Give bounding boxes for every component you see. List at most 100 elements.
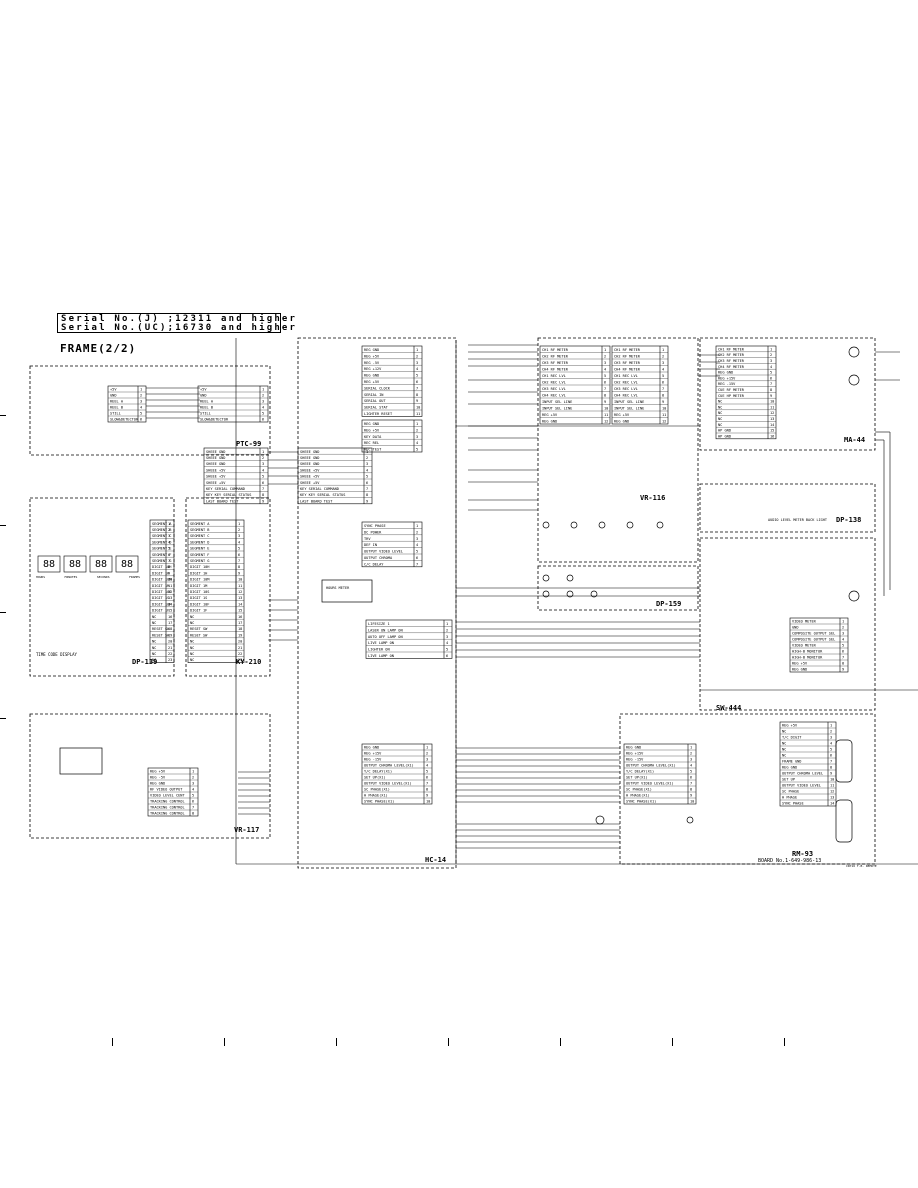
dp139-signal: DIGIT 1F [152, 609, 169, 613]
vr116-cn-pin: 12 [662, 420, 666, 424]
ma44-pin: 1 [770, 347, 772, 351]
vr116-signal: CH3 REC LVL [542, 387, 566, 391]
vr116-cn-pin: 8 [662, 394, 664, 398]
ky210-cn-pin: 1 [262, 450, 264, 454]
ky210-signal: DIGIT 10S [190, 590, 209, 594]
digit-hours: 88 [42, 559, 56, 570]
ky210-pin: 3 [238, 534, 240, 538]
rm93-signal: SC PHASE [782, 790, 799, 794]
digit-minutes: 88 [68, 559, 82, 570]
sw444-pin: 6 [842, 650, 844, 654]
ma44-pin: 4 [770, 365, 772, 369]
dp139-signal: SEGMENT D [152, 540, 171, 544]
hc14-sync-signal: OUTPUT VIDEO LEVEL [364, 550, 403, 554]
vr116-pin: 2 [604, 355, 606, 359]
ma44-signal: HP GND [718, 434, 731, 438]
ky210-signal: DIGIT 1H [190, 571, 207, 575]
ky210-pin: 19 [238, 633, 242, 637]
rm93-pin: 3 [830, 736, 832, 740]
vr116-pin: 12 [604, 420, 608, 424]
hc14-bottom-pin: 10 [426, 800, 430, 804]
ky210-cn-signal: KEY SERIAL COMMAND [206, 487, 245, 491]
hc14-lamp-signal: LIGHTER ON [368, 648, 390, 652]
vr116-cn-signal: CH4 REC LVL [614, 394, 638, 398]
hc14-lamp-signal: LIVE LAMP ON [368, 654, 394, 658]
hc14-sync-pin: 6 [416, 556, 418, 560]
hc14-sync-pin: 2 [416, 530, 418, 534]
ma44-board-outline [699, 337, 876, 451]
hc14-top-signal: REG GND [364, 348, 379, 352]
rm93-board-outline [619, 713, 876, 865]
hc14-bottom-pin: 3 [426, 758, 428, 762]
hc14-lamp-pin: 5 [446, 648, 448, 652]
digit-seconds: 88 [94, 559, 108, 570]
ky210-pin: 5 [238, 547, 240, 551]
rm93-signal: SET UP [782, 778, 795, 782]
hc14-bottom-pin: 9 [426, 794, 428, 798]
rm93-pin: 13 [830, 796, 834, 800]
ma44-signal: CH3 RF METER [718, 359, 745, 363]
ky210-signal: DIGIT 10H [190, 565, 209, 569]
fan-motor-icon [595, 815, 605, 825]
board-label-ptc: PTC-99 [236, 440, 262, 448]
hc14-ky-pin: 6 [366, 481, 368, 485]
hours-meter-label: HOURS METER [326, 586, 350, 590]
ma44-signal: REG +15V [718, 376, 736, 380]
hc14-lamp-pin: 3 [446, 635, 448, 639]
serial-line-2: Serial No.(UC);16730 and higher [61, 323, 298, 333]
margin-tick [0, 525, 6, 526]
vr116-cn-pin: 3 [662, 361, 664, 365]
hc14-top-signal: LIGHTER RESET [364, 412, 393, 416]
rm93-in-pin: 10 [690, 800, 694, 804]
rm93-pin: 5 [830, 748, 832, 752]
vr116-signal: REG GND [542, 420, 557, 424]
vr117-pin: 5 [192, 794, 194, 798]
board-label-vr117: VR-117 [234, 826, 260, 834]
ky210-cn-signal: SHEEE GND [206, 456, 225, 460]
ma44-signal: NC [718, 400, 722, 404]
hc14-top-pin: 7 [416, 386, 418, 390]
dp139-pin: 10 [168, 578, 172, 582]
grid-tick [560, 1038, 561, 1046]
rm93-in-signal: SET UP(X1) [626, 776, 648, 780]
ma44-signal: CH4 RF METER [718, 365, 745, 369]
board-label-rm93: RM-93 [792, 850, 814, 858]
rm93-signal: NC [782, 754, 786, 758]
rm93-signal: OUTPUT CHROMA LEVEL [782, 772, 823, 776]
ky210-signal: DIGIT 1F [190, 609, 207, 613]
vr116-signal: INPUT SEL LINE [542, 407, 572, 411]
ky210-signal: NC [190, 615, 194, 619]
vr117-signal: REG -5V [150, 776, 166, 780]
dp139-pin: 11 [168, 584, 172, 588]
hc14-lamp-signal: LIVE LAMP ON [368, 641, 394, 645]
vr117-pin: 4 [192, 788, 194, 792]
vr117-signal: REG GND [150, 782, 165, 786]
ma44-signal: CUE RF METER [718, 388, 745, 392]
hc14-ky-signal: SHEEE GND [300, 456, 319, 460]
board-label-dp159: DP-159 [656, 600, 682, 608]
hc14-mid-pin: 1 [416, 422, 418, 426]
rm93-in-signal: SC PHASE(X1) [626, 788, 652, 792]
rm93-pin: 8 [830, 766, 832, 770]
vr117-pin: 1 [192, 770, 194, 774]
ky210-signal: SEGMENT D [190, 540, 209, 544]
sw444-pin: 9 [842, 668, 844, 672]
hc14-top-pin: 5 [416, 374, 418, 378]
board-label-vr116: VR-116 [640, 494, 666, 502]
ptc-signal: GND [110, 394, 117, 398]
hc14-sync-signal: SYNC PHASE [364, 524, 386, 528]
lamp-icon [542, 590, 550, 598]
ma44-pin: 11 [770, 405, 774, 409]
hc14-mid-signal: KEY DATA [364, 435, 382, 439]
hc14-bottom-pin: 8 [426, 788, 428, 792]
vr116-pin: 6 [604, 381, 606, 385]
ky210-pin: 18 [238, 627, 242, 631]
sw444-pin: 8 [842, 662, 844, 666]
vr116-cn-signal: CH2 RF METER [614, 355, 641, 359]
hc14-bottom-signal: SYNC PHASE(X1) [364, 800, 394, 804]
led-icon [656, 521, 664, 529]
dp139-pin: 8 [168, 565, 170, 569]
rm93-signal: SYNC PHASE [782, 802, 804, 806]
ky210-cn-pin: 8 [262, 493, 264, 497]
